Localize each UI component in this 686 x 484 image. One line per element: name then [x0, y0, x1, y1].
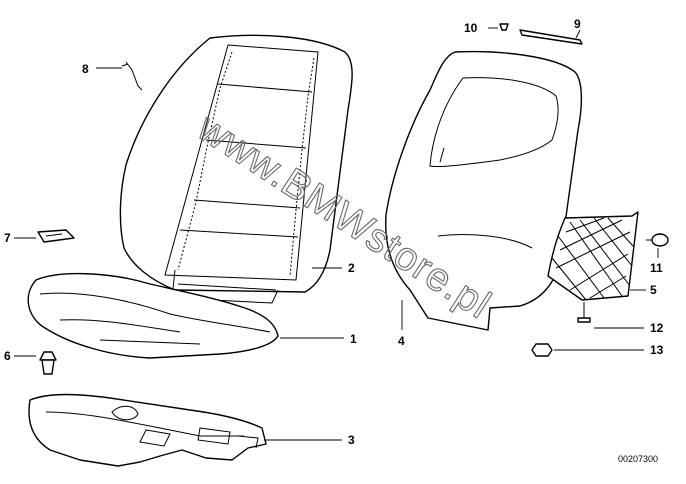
trim-strip-part-9[interactable] [519, 29, 583, 45]
bracket-part-7[interactable] [37, 229, 75, 243]
seat-pan[interactable] [28, 393, 267, 467]
screw-part-12[interactable] [577, 302, 591, 323]
drawing-code: 00207300 [618, 454, 658, 464]
backrest-rear-panel[interactable] [385, 50, 583, 331]
callout-11: 11 [650, 261, 663, 275]
callout-10: 10 [464, 21, 478, 35]
seat-cover[interactable] [27, 272, 279, 359]
wire-hook-part-8[interactable] [121, 61, 143, 91]
nut-part-13[interactable] [531, 343, 553, 357]
fastener-part-11[interactable] [646, 233, 669, 247]
callout-1: 1 [350, 332, 357, 346]
callout-5: 5 [650, 283, 657, 297]
screw-part-10[interactable] [499, 23, 509, 31]
callout-6: 6 [4, 349, 11, 363]
callout-labels: 8 10 9 7 2 1 6 3 4 11 5 12 13 [4, 17, 664, 447]
callout-12: 12 [650, 321, 664, 335]
map-pocket-net[interactable] [547, 211, 639, 301]
callout-13: 13 [650, 343, 664, 357]
callout-2: 2 [348, 261, 355, 275]
callout-3: 3 [348, 433, 355, 447]
callout-9: 9 [574, 17, 581, 31]
leader-lines [14, 27, 659, 441]
callout-7: 7 [4, 231, 11, 245]
clip-part-6[interactable] [39, 351, 57, 375]
callout-4: 4 [398, 334, 405, 348]
callout-8: 8 [82, 62, 89, 76]
